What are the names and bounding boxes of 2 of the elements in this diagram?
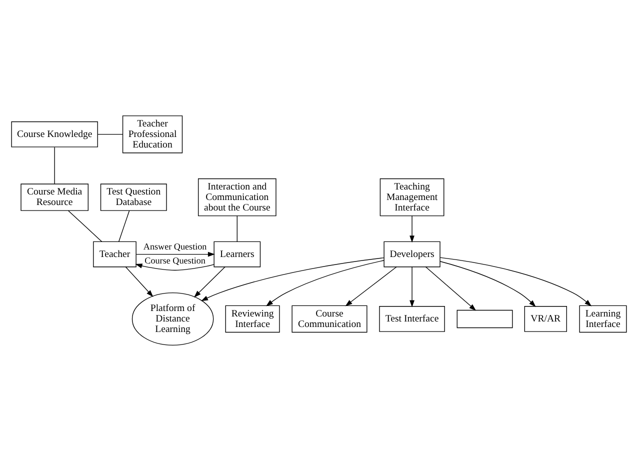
- edge-label: Course Question: [144, 255, 206, 266]
- edge-label: Answer Question: [143, 241, 207, 252]
